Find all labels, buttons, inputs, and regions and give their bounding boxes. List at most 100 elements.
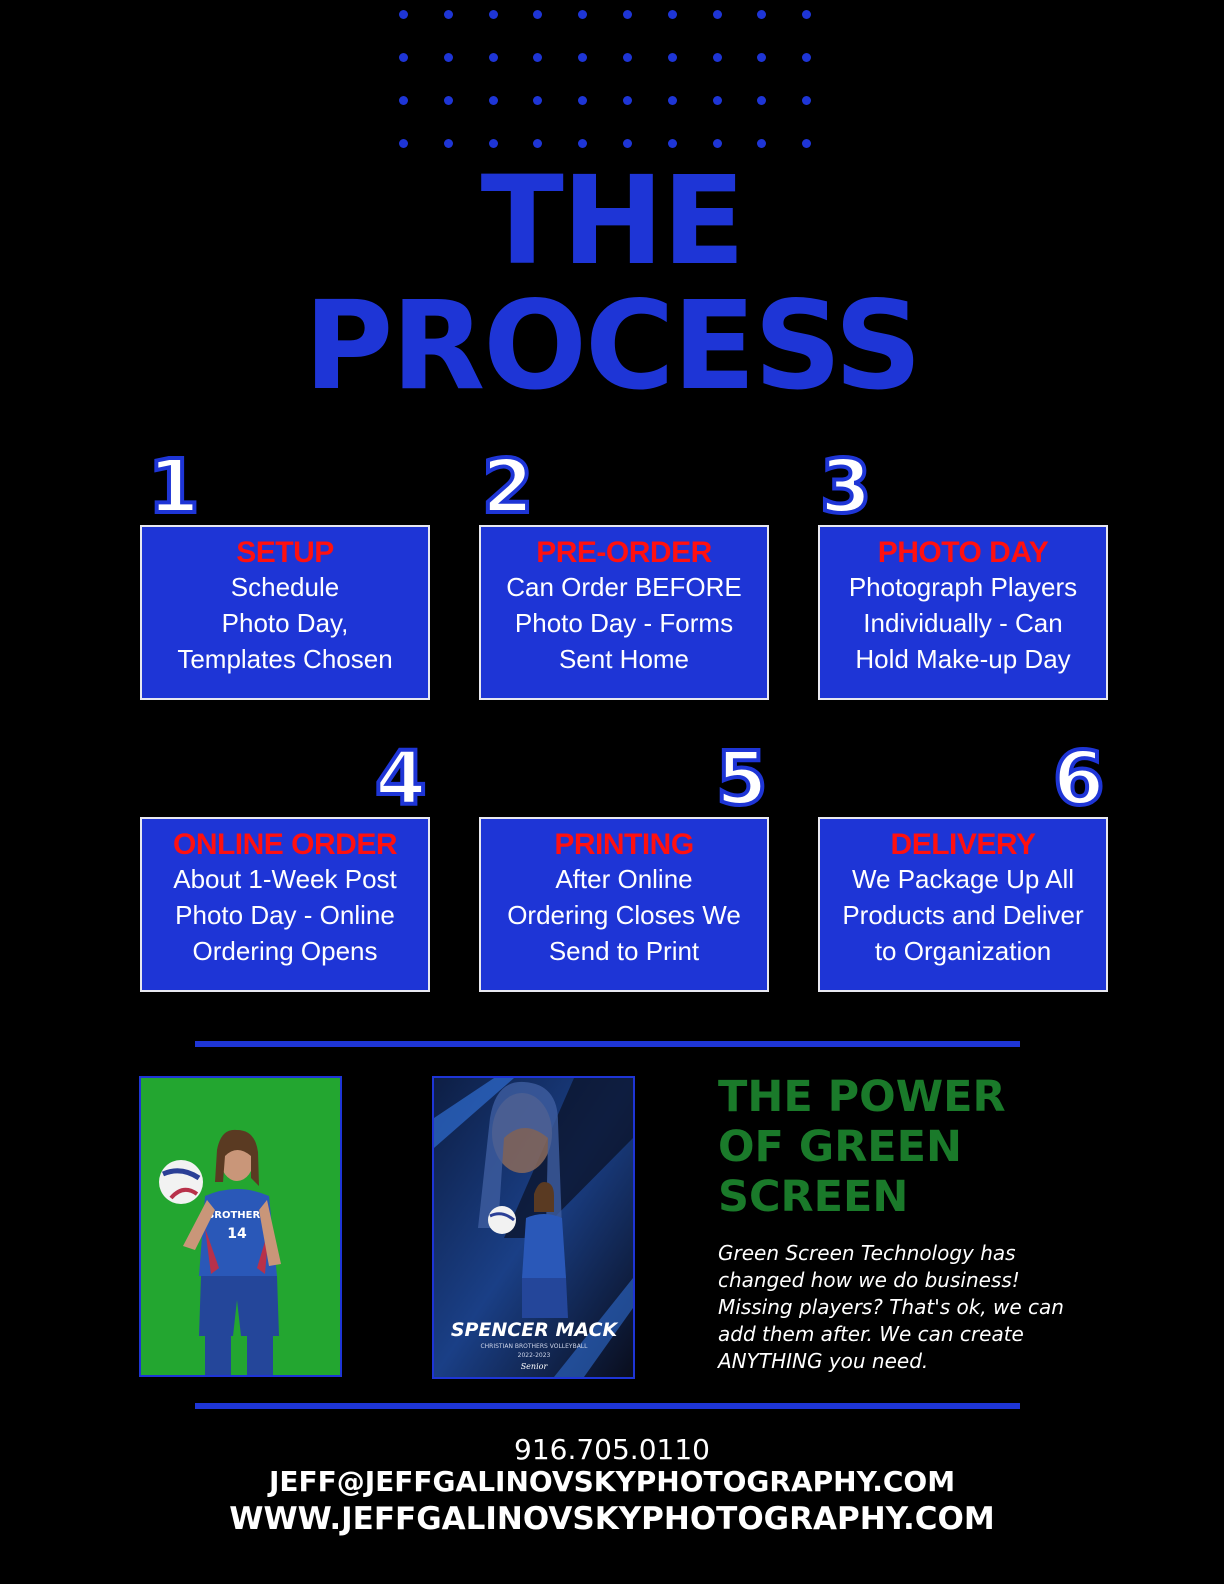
decorative-dot: [623, 139, 632, 148]
step-line: We Package Up All: [851, 864, 1075, 894]
step-line: Ordering Closes We: [507, 900, 741, 930]
decorative-dot: [533, 96, 543, 105]
decorative-dot: [667, 139, 677, 148]
step-number-5: 5: [714, 736, 769, 822]
decorative-dot: [757, 139, 767, 148]
decorative-dot: [802, 139, 812, 148]
player-card-art-icon: SPENCER MACK CHRISTIAN BROTHERS VOLLEYBA…: [434, 1078, 633, 1377]
decorative-dot: [488, 10, 498, 19]
step-line: Photograph Players: [848, 572, 1078, 602]
description-line: ANYTHING you need.: [718, 1349, 929, 1373]
decorative-dot: [578, 10, 588, 19]
decorative-dot: [488, 96, 498, 105]
step-line: About 1-Week Post: [173, 864, 397, 894]
decorative-dot: [533, 53, 543, 62]
green-screen-heading: THE POWER OF GREEN SCREEN: [718, 1072, 1006, 1222]
step-card-photo-day: PHOTO DAY Photograph Players Individuall…: [818, 525, 1108, 700]
description-line: Green Screen Technology has: [718, 1241, 1016, 1265]
decorative-dot: [578, 96, 588, 105]
contact-email[interactable]: JEFF@JEFFGALINOVSKYPHOTOGRAPHY.COM: [268, 1465, 956, 1498]
decorative-dot: [802, 53, 812, 62]
decorative-dot: [399, 96, 408, 105]
step-line: Products and Deliver: [842, 900, 1084, 930]
step-card-pre-order: PRE-ORDER Can Order BEFORE Photo Day - F…: [479, 525, 769, 700]
step-line: Schedule: [230, 572, 340, 602]
step-line: Templates Chosen: [177, 644, 393, 674]
step-line: Ordering Opens: [192, 936, 378, 966]
decorative-dot: [667, 96, 677, 105]
step-number-1: 1: [146, 444, 201, 530]
step-line: Photo Day,: [221, 608, 349, 638]
decorative-dot: [443, 96, 453, 105]
step-card-printing: PRINTING After Online Ordering Closes We…: [479, 817, 769, 992]
contact-website[interactable]: WWW.JEFFGALINOVSKYPHOTOGRAPHY.COM: [229, 1501, 995, 1537]
decorative-dot: [712, 139, 722, 148]
page-title-line-2: PROCESS: [303, 275, 922, 417]
step-heading: DELIVERY: [890, 828, 1036, 861]
green-screen-description: Green Screen Technology has changed how …: [718, 1240, 1118, 1375]
decorative-dot: [712, 53, 722, 62]
dot-grid-decoration: [399, 10, 819, 155]
jersey-number: 14: [227, 1226, 247, 1242]
step-heading: ONLINE ORDER: [172, 828, 398, 861]
decorative-dot: [443, 53, 453, 62]
step-number-6: 6: [1051, 736, 1106, 822]
decorative-dot: [757, 53, 767, 62]
step-line: Individually - Can: [863, 608, 1063, 638]
step-card-delivery: DELIVERY We Package Up All Products and …: [818, 817, 1108, 992]
decorative-dot: [802, 10, 812, 19]
decorative-dot: [623, 96, 632, 105]
decorative-dot: [443, 10, 453, 19]
green-heading-line: THE POWER: [718, 1072, 1006, 1122]
step-line: Hold Make-up Day: [855, 644, 1071, 674]
divider-top: [195, 1041, 1020, 1047]
card-player-name: SPENCER MACK: [451, 1319, 619, 1341]
step-heading: PRE-ORDER: [536, 536, 712, 569]
step-number-2: 2: [480, 444, 535, 530]
divider-bottom: [195, 1403, 1020, 1409]
decorative-dot: [488, 53, 498, 62]
step-heading: SETUP: [236, 536, 334, 569]
step-line: Can Order BEFORE: [506, 572, 742, 602]
decorative-dot: [578, 53, 588, 62]
step-line: to Organization: [874, 936, 1052, 966]
step-heading: PRINTING: [554, 828, 694, 861]
step-number-3: 3: [818, 444, 873, 530]
step-line: Sent Home: [558, 644, 690, 674]
decorative-dot: [533, 139, 543, 148]
step-card-online-order: ONLINE ORDER About 1-Week Post Photo Day…: [140, 817, 430, 992]
decorative-dot: [443, 139, 453, 148]
step-line: Send to Print: [548, 936, 700, 966]
description-line: add them after. We can create: [718, 1322, 1024, 1346]
card-year: 2022-2023: [518, 1352, 551, 1359]
step-line: Photo Day - Forms: [514, 608, 734, 638]
jersey-text: BROTHERS: [207, 1210, 268, 1221]
step-number-4: 4: [373, 736, 428, 822]
decorative-dot: [712, 96, 722, 105]
green-heading-line: SCREEN: [718, 1172, 909, 1222]
decorative-dot: [757, 10, 767, 19]
green-screen-photo: BROTHERS 14: [139, 1076, 342, 1377]
decorative-dot: [667, 10, 677, 19]
card-team: CHRISTIAN BROTHERS VOLLEYBALL: [480, 1343, 588, 1350]
decorative-dot: [802, 96, 812, 105]
decorative-dot: [578, 139, 588, 148]
decorative-dot: [712, 10, 722, 19]
decorative-dot: [623, 53, 632, 62]
page-title-line-1: THE: [480, 150, 746, 292]
step-line: Photo Day - Online: [175, 900, 395, 930]
decorative-dot: [533, 10, 543, 19]
decorative-dot: [399, 53, 408, 62]
decorative-dot: [399, 139, 408, 148]
decorative-dot: [488, 139, 498, 148]
decorative-dot: [757, 96, 767, 105]
description-line: changed how we do business!: [718, 1268, 1020, 1292]
decorative-dot: [399, 10, 408, 19]
composite-player-card: SPENCER MACK CHRISTIAN BROTHERS VOLLEYBA…: [432, 1076, 635, 1379]
decorative-dot: [623, 10, 632, 19]
decorative-dot: [667, 53, 677, 62]
description-line: Missing players? That's ok, we can: [718, 1295, 1064, 1319]
step-heading: PHOTO DAY: [877, 536, 1049, 569]
contact-phone: 916.705.0110: [514, 1433, 710, 1466]
green-heading-line: OF GREEN: [718, 1122, 963, 1172]
